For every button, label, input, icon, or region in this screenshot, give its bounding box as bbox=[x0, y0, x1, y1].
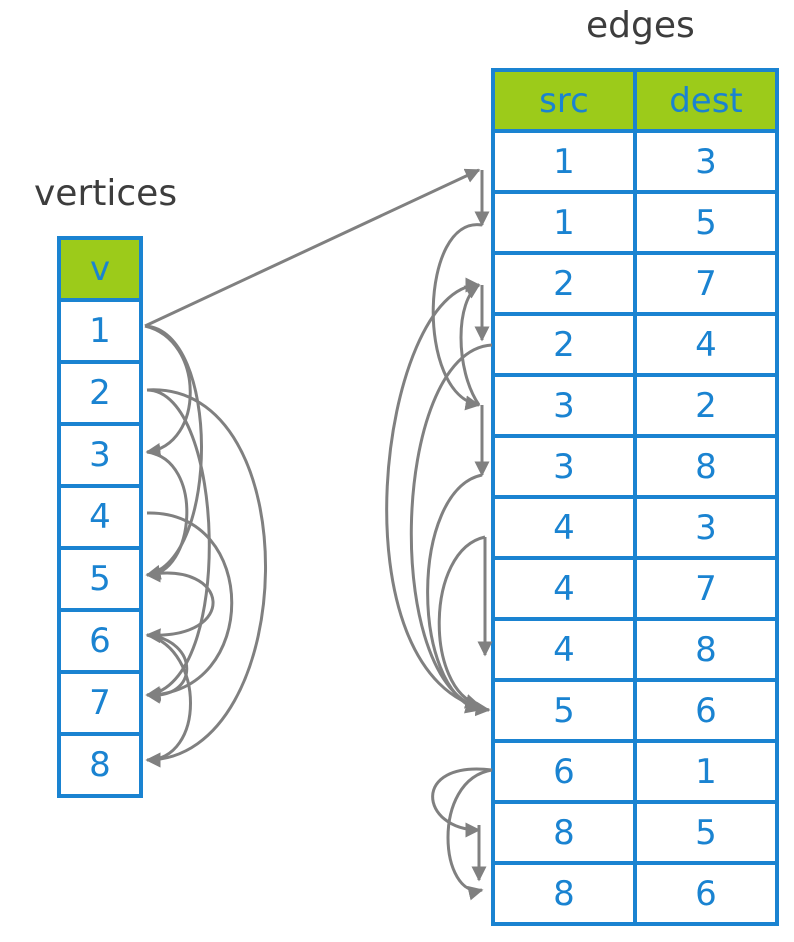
edge-dest-cell: 4 bbox=[637, 316, 775, 373]
vertex-cell: 5 bbox=[61, 550, 139, 608]
edge-dest-cell: 8 bbox=[637, 438, 775, 495]
vertex-cell: 3 bbox=[61, 426, 139, 484]
edge-dest-cell: 1 bbox=[637, 743, 775, 800]
edge-link-arrow bbox=[409, 343, 493, 717]
vertices-table: v 1 2 3 4 5 6 7 8 bbox=[57, 236, 143, 798]
edge-dest-cell: 6 bbox=[637, 865, 775, 922]
vertex-link-arrow bbox=[144, 324, 203, 580]
edge-link-arrow bbox=[385, 277, 490, 712]
edge-link-arrow bbox=[437, 535, 486, 709]
vertex-link-arrow bbox=[145, 388, 267, 768]
edge-src-cell: 8 bbox=[495, 865, 633, 922]
vertex-cell: 8 bbox=[61, 736, 139, 794]
edge-src-cell: 1 bbox=[495, 194, 633, 251]
edge-dest-cell: 6 bbox=[637, 682, 775, 739]
edge-link-arrow bbox=[459, 283, 481, 406]
edge-dest-cell: 7 bbox=[637, 560, 775, 617]
edges-header-row: src dest bbox=[495, 72, 775, 129]
edge-link-arrow bbox=[446, 768, 493, 901]
edge-link-arrow bbox=[431, 223, 483, 411]
vertex-to-edge-arrow bbox=[144, 168, 481, 328]
vertex-link-arrow bbox=[144, 324, 192, 458]
vertex-link-arrow bbox=[145, 388, 211, 701]
vertex-cell: 2 bbox=[61, 364, 139, 422]
edge-src-cell: 4 bbox=[495, 621, 633, 678]
edge-dest-cell: 5 bbox=[637, 194, 775, 251]
edge-dest-cell: 3 bbox=[637, 133, 775, 190]
edge-src-cell: 2 bbox=[495, 255, 633, 312]
edge-src-cell: 4 bbox=[495, 499, 633, 556]
vertex-link-arrow bbox=[145, 511, 234, 703]
vertex-cell: 4 bbox=[61, 488, 139, 546]
edge-src-cell: 3 bbox=[495, 438, 633, 495]
edge-dest-cell: 5 bbox=[637, 804, 775, 861]
edge-dest-cell: 2 bbox=[637, 377, 775, 434]
vertices-header-v: v bbox=[61, 240, 139, 298]
edge-dest-cell: 3 bbox=[637, 499, 775, 556]
edge-src-cell: 2 bbox=[495, 316, 633, 373]
edge-link-arrow bbox=[426, 473, 483, 714]
vertex-link-arrow bbox=[145, 450, 189, 583]
edges-title: edges bbox=[586, 5, 695, 46]
edge-src-cell: 6 bbox=[495, 743, 633, 800]
vertex-link-arrow bbox=[145, 633, 189, 704]
edge-src-cell: 1 bbox=[495, 133, 633, 190]
edges-header-src: src bbox=[495, 72, 633, 129]
edge-dest-cell: 8 bbox=[637, 621, 775, 678]
edge-dest-cell: 7 bbox=[637, 255, 775, 312]
vertex-link-arrow bbox=[145, 633, 192, 768]
edge-link-arrow bbox=[431, 767, 493, 838]
vertex-link-arrow bbox=[145, 571, 215, 644]
vertex-cell: 7 bbox=[61, 674, 139, 732]
vertex-cell: 1 bbox=[61, 302, 139, 360]
edge-src-cell: 4 bbox=[495, 560, 633, 617]
edge-src-cell: 8 bbox=[495, 804, 633, 861]
edge-src-cell: 5 bbox=[495, 682, 633, 739]
vertex-cell: 6 bbox=[61, 612, 139, 670]
edge-src-cell: 3 bbox=[495, 377, 633, 434]
vertices-title: vertices bbox=[34, 173, 178, 214]
edges-header-dest: dest bbox=[637, 72, 775, 129]
